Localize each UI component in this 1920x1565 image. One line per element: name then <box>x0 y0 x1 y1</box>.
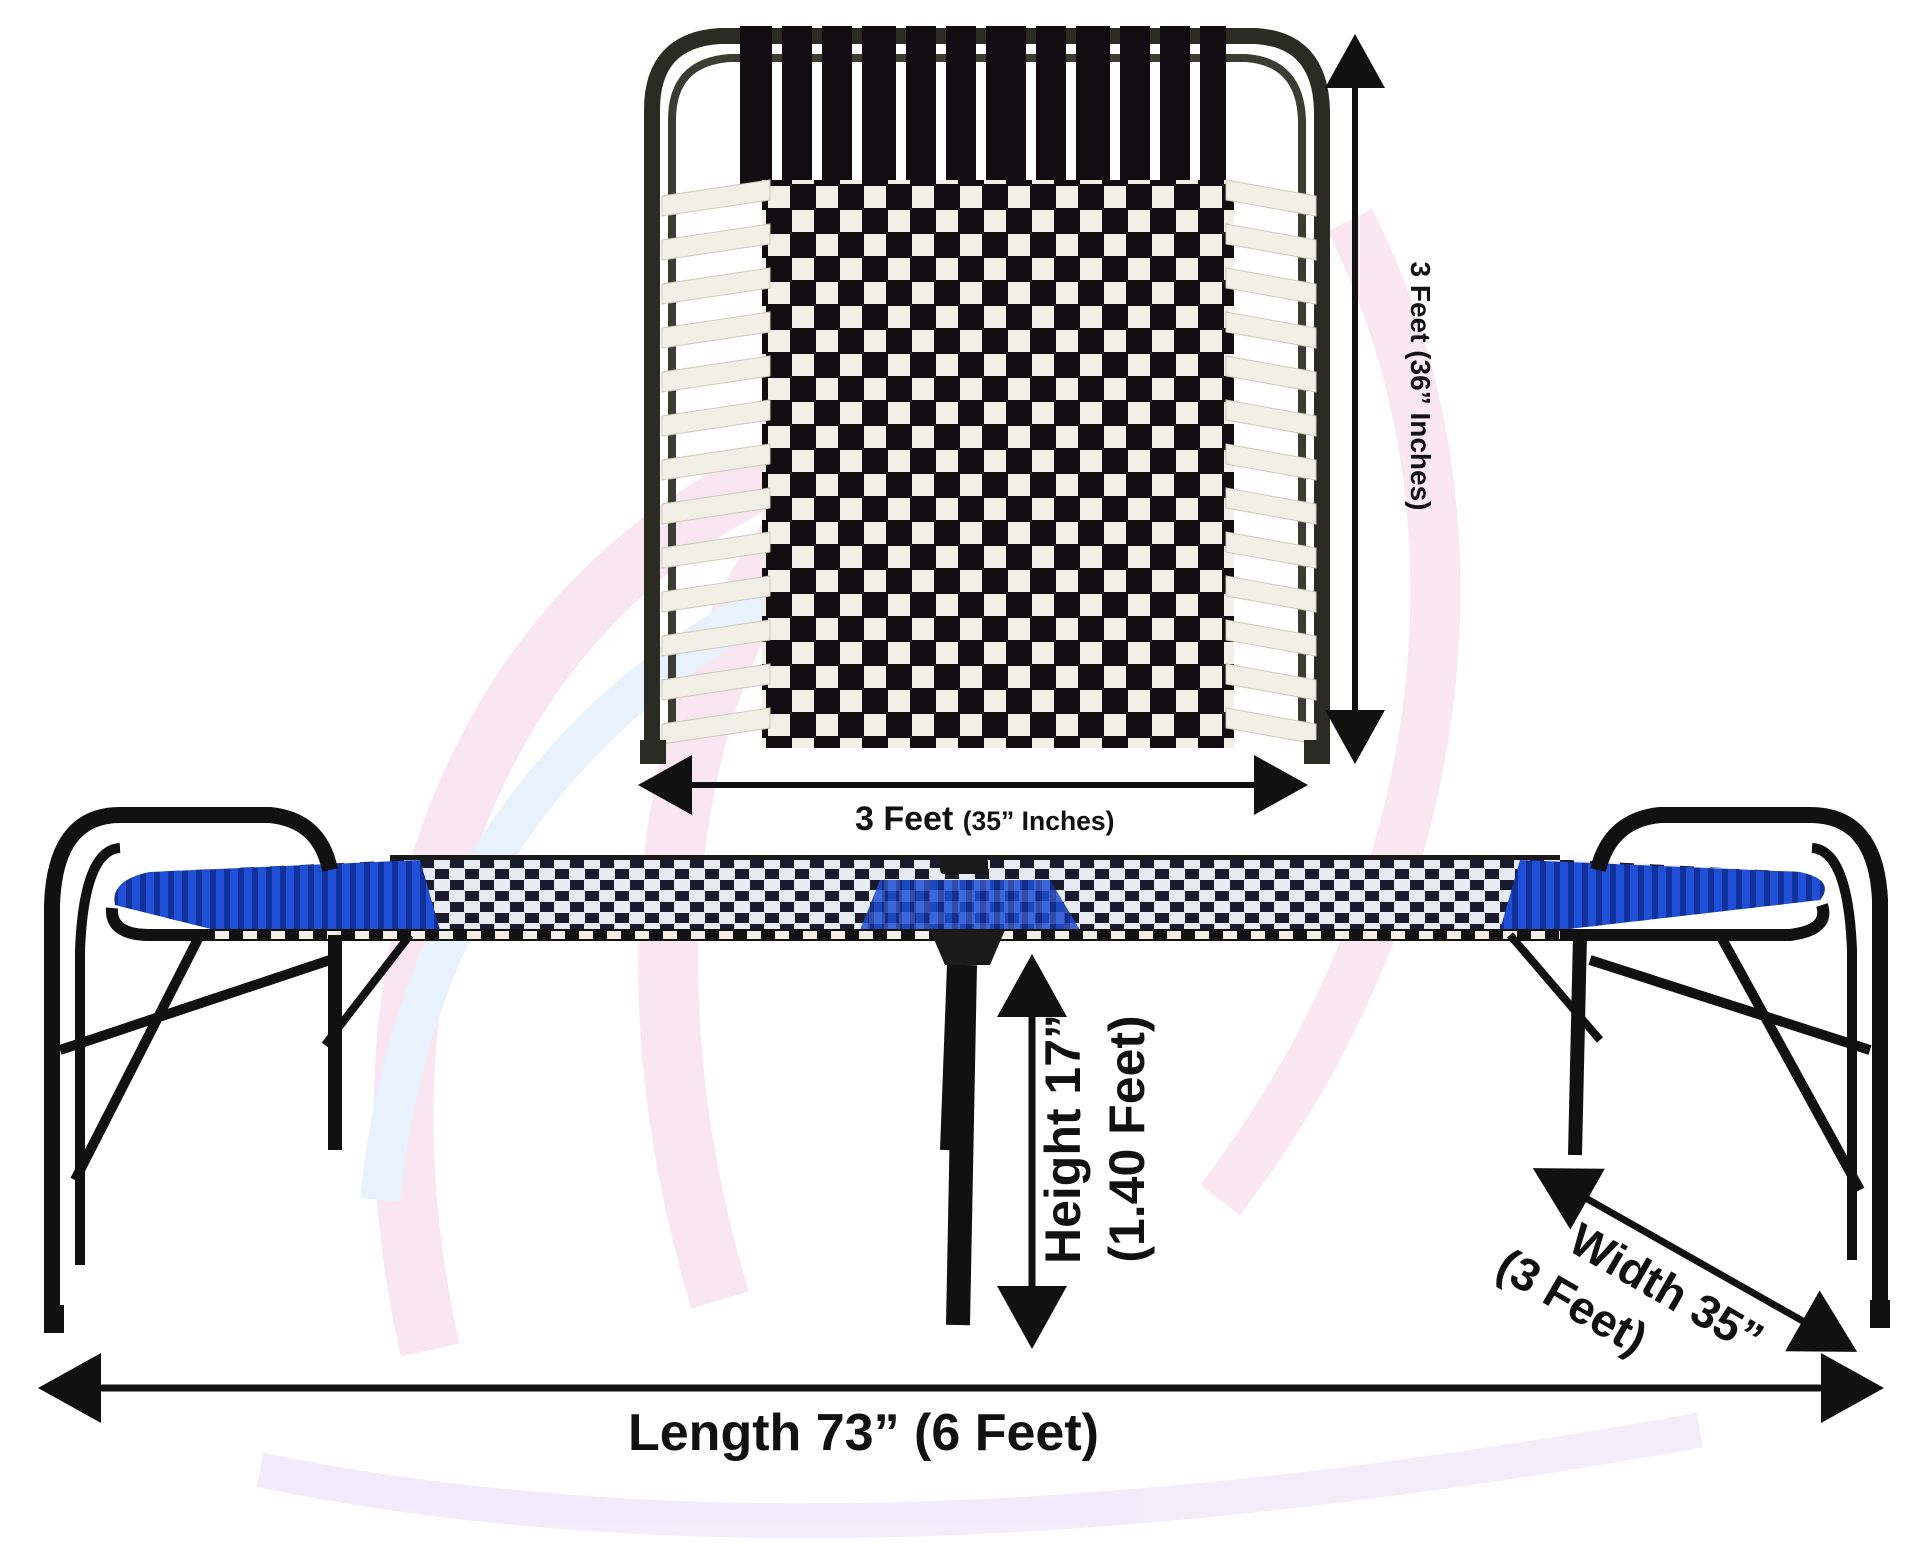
height-line1: Height 17” <box>1035 1013 1091 1265</box>
folded-width-main: 3 Feet <box>855 800 954 838</box>
folded-width-sub: (35” Inches) <box>962 806 1115 836</box>
folded-height-main: 3 Feet <box>1405 261 1436 343</box>
width-arrow <box>1532 1168 1858 1352</box>
height-line2: (1.40 Feet) <box>1099 1015 1155 1263</box>
height-label: Height 17” (1.40 Feet) <box>1031 989 1159 1289</box>
length-label: Length 73” (6 Feet) <box>628 1404 1099 1462</box>
folded-bed-image <box>640 26 1330 764</box>
unfolded-bed-image <box>44 807 1890 1333</box>
folded-width-label: 3 Feet (35” Inches) <box>855 800 1115 839</box>
folded-height-label: 3 Feet (36” Inches) <box>1404 176 1436 596</box>
folded-height-sub: (36” Inches) <box>1405 350 1436 511</box>
